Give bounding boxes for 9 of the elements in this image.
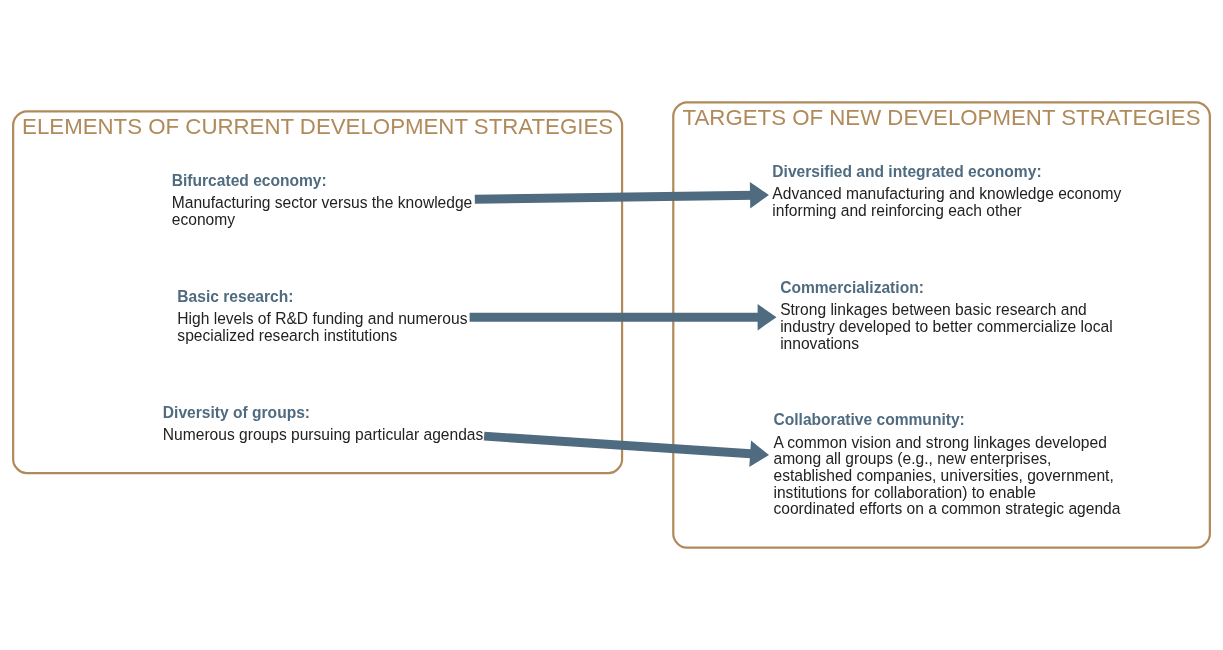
- arrow: [469, 303, 777, 331]
- node-text: Commercialization: Strong linkages between basic research and industry developed to better commercialize local innovations: [780, 278, 1113, 352]
- arrow: [474, 182, 769, 209]
- node-text: Diversity of groups: Numerous groups pursuing particular agendas: [162, 403, 484, 443]
- node-text: Collaborative community: A common vision and strong linkages developed among all groups (e.g., new enterprises, established companies, universities, government, institutions for collaboration) to enable coordinated efforts on a common strategic agenda: [773, 411, 1121, 518]
- node-text: Bifurcated economy: Manufacturing sector versus the knowledge economy: [171, 172, 473, 229]
- node-text: Diversified and integrated economy: Advanced manufacturing and knowledge economy informing and reinforcing each other: [772, 163, 1122, 220]
- node-text: Basic research: High levels of R&D funding and numerous specialized research institutions: [177, 287, 468, 344]
- arrow: [483, 431, 770, 467]
